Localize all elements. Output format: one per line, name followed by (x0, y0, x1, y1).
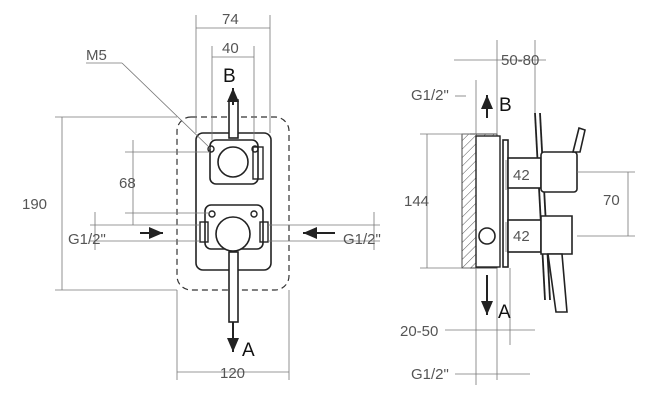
dim-50-80: 50-80 (501, 52, 539, 69)
front-view: 74 40 M5 68 190 G1/2" G1/2" 120 B A (22, 11, 381, 382)
port-b-front: B (223, 66, 236, 87)
label-g-right: G1/2" (343, 231, 381, 248)
dim-74: 74 (222, 11, 239, 28)
port-a-side: A (498, 302, 511, 323)
dim-20-50: 20-50 (400, 323, 438, 340)
m5-screw (207, 145, 215, 153)
dim-70: 70 (603, 192, 620, 209)
bottom-knob (215, 216, 251, 252)
label-g-side-top: G1/2" (411, 87, 449, 104)
dim-120: 120 (220, 365, 245, 382)
side-inlet (478, 227, 496, 245)
dim-42-bottom: 42 (513, 228, 530, 245)
dim-40: 40 (222, 40, 239, 57)
dim-42-top: 42 (513, 167, 530, 184)
side-view: 50-80 G1/2" B 144 42 42 70 A 20-50 G1/2" (400, 40, 635, 385)
port-b-side: B (499, 95, 512, 116)
dim-190: 190 (22, 196, 47, 213)
side-bottom-handle (540, 215, 573, 255)
side-body (475, 135, 501, 268)
label-m5: M5 (86, 47, 107, 64)
dim-68: 68 (119, 175, 136, 192)
port-a-front: A (242, 340, 255, 361)
label-g-side-bottom: G1/2" (411, 366, 449, 383)
side-bottom-sleeve (507, 219, 542, 253)
bottom-stem (228, 251, 239, 323)
dim-144: 144 (404, 193, 429, 210)
label-g-left: G1/2" (68, 231, 106, 248)
top-stem (228, 99, 239, 139)
cover-plate (502, 139, 509, 268)
side-top-handle (540, 151, 578, 193)
top-knob (217, 146, 249, 178)
side-top-sleeve (507, 157, 542, 189)
